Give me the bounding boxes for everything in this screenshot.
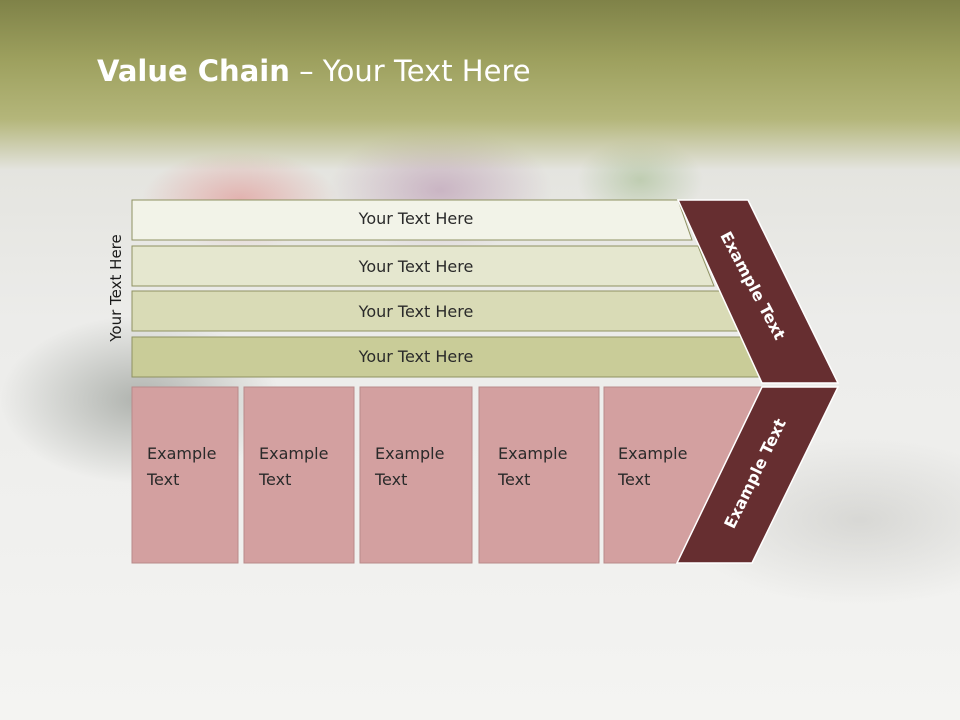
support-row: Your Text Here [131,199,693,241]
row-shape [131,245,715,287]
activity-box: Example Text [603,386,763,564]
box-label-line1: Example [147,444,216,463]
title-bold: Value Chain [97,54,290,88]
primary-activity-boxes: Example Text Example Text Example Text E… [131,386,763,564]
diagram-reflection: Text Example Text Example Text Example T… [0,566,960,720]
box-shape [478,386,600,564]
activity-box: Example Text [359,386,473,564]
box-label-line1: Example [375,444,444,463]
support-row: Your Text Here [131,336,763,378]
box-label-line2: Text [374,470,407,489]
box-shape [359,386,473,564]
box-label-line2: Text [146,470,179,489]
box-label-line2: Text [258,470,291,489]
box-shape [131,386,239,564]
row-shape [131,199,693,241]
slide-title: Value Chain – Your Text Here [97,54,531,88]
box-label-line2: Text [497,470,530,489]
activity-box: Example Text [131,386,239,564]
title-rest: – Your Text Here [289,54,531,88]
support-row: Your Text Here [131,290,739,332]
row-label: Your Text Here [358,347,474,366]
box-label-line2: Text [617,470,650,489]
support-row: Your Text Here [131,245,715,287]
activity-box: Example Text [478,386,600,564]
chevron-upper [676,199,840,384]
side-label-group: Your Text Here [107,234,125,342]
chevron-lower [675,386,840,564]
header-band [0,0,960,170]
support-rows: Your Text Here Your Text Here Your Text … [131,199,763,378]
box-shape [243,386,355,564]
box-label-line1: Example [259,444,328,463]
row-label: Your Text Here [358,257,474,276]
activity-box: Example Text [243,386,355,564]
box-label-line1: Example [618,444,687,463]
row-label: Your Text Here [358,302,474,321]
box-label-line1: Example [498,444,567,463]
row-label: Your Text Here [358,209,474,228]
side-label: Your Text Here [107,234,125,342]
